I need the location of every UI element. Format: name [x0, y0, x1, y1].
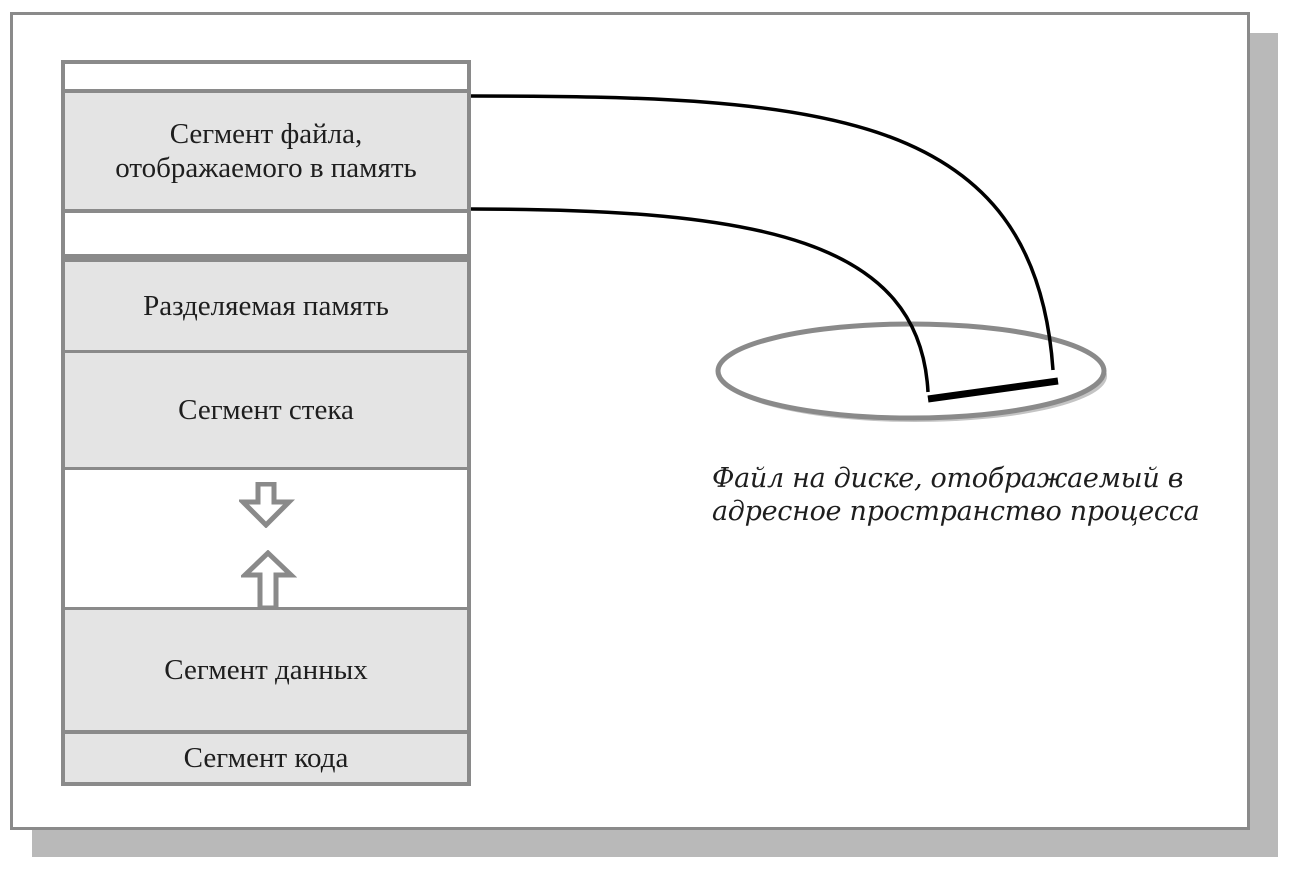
disk-file-caption: Файл на диске, отображаемый в адресное п…: [712, 462, 1232, 528]
divider: [65, 467, 467, 470]
mapping-line-bottom: [470, 207, 930, 393]
data-segment: Сегмент данных: [65, 610, 467, 730]
mapped-file-segment-label-line2: отображаемого в память: [115, 152, 417, 184]
disk-icon: [715, 321, 1107, 421]
mapped-file-segment-label-line1: Сегмент файла,: [169, 118, 363, 150]
stack-segment-label: Сегмент стека: [178, 394, 354, 426]
shared-memory-label: Разделяемая память: [143, 290, 389, 322]
disk-file-caption-line1: Файл на диске, отображаемый в: [712, 463, 1184, 494]
stack-segment: Сегмент стека: [65, 353, 467, 467]
stack-growth-down-arrow: [239, 482, 295, 528]
mapped-file-segment: Сегмент файла, отображаемого в память: [65, 93, 467, 209]
divider: [65, 730, 467, 734]
data-segment-label: Сегмент данных: [164, 654, 368, 686]
code-segment-label: Сегмент кода: [183, 742, 349, 774]
mapped-file-region: [927, 377, 1059, 403]
divider: [65, 209, 467, 213]
process-address-space: Сегмент файла, отображаемого в память Ра…: [61, 60, 471, 786]
shared-memory-segment: Разделяемая память: [65, 262, 467, 350]
divider: [65, 89, 467, 93]
divider: [65, 254, 467, 262]
divider: [65, 607, 467, 610]
divider: [65, 350, 467, 353]
disk-file-caption-line2: адресное пространство процесса: [712, 496, 1200, 527]
mapping-line-top: [470, 94, 1055, 371]
code-segment: Сегмент кода: [65, 734, 467, 782]
